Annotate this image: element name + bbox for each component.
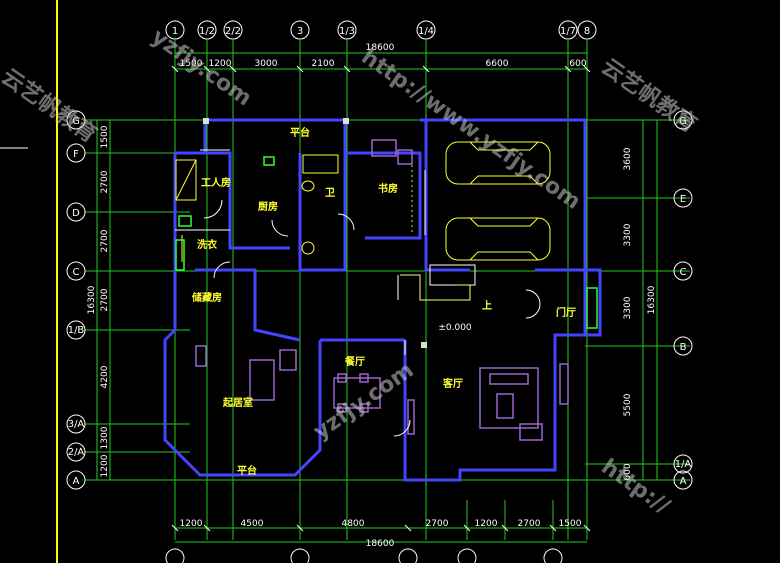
- dim-right-1: 3600: [623, 147, 633, 170]
- doors: [203, 199, 541, 437]
- room-family: 起居室: [222, 396, 253, 409]
- dim-right-4: 5500: [623, 393, 633, 416]
- left-axis-labels: G F D C 1/B 3/A 2/A A: [68, 116, 85, 487]
- dim-left-5: 4200: [100, 365, 110, 388]
- axis-right-6: A: [680, 476, 687, 487]
- columns: [203, 118, 427, 348]
- axis-top-2: 1/2: [199, 26, 215, 37]
- study-desk: [371, 139, 397, 157]
- right-axis-labels: G E C B 1/A A: [675, 116, 692, 487]
- watermark-4: 云艺帆教育: [597, 54, 702, 138]
- dim-top-4: 2100: [312, 59, 335, 69]
- axis-grid: [85, 40, 690, 543]
- watermark-3: 云艺帆教育: [0, 64, 102, 148]
- axis-left-3: D: [72, 208, 80, 219]
- dim-top-6: 600: [569, 59, 586, 69]
- dim-right-2: 3300: [623, 223, 633, 246]
- dim-left-4: 2700: [100, 288, 110, 311]
- room-study: 书房: [378, 182, 398, 195]
- dim-bot-5: 1200: [475, 519, 498, 529]
- room-wc: 卫: [325, 187, 335, 199]
- axis-left-7: 2/A: [68, 447, 85, 458]
- dim-left-6: 1300: [100, 426, 110, 449]
- axis-right-4: B: [680, 342, 687, 353]
- dim-bot-2: 4500: [241, 519, 264, 529]
- axis-right-2: E: [680, 194, 686, 205]
- dim-top-5: 6600: [486, 59, 509, 69]
- room-labels: 平台 工人房 厨房 卫 书房 洗衣 储藏房 上 门厅 餐厅 客厅 起居室 平台 …: [191, 126, 576, 477]
- room-laundry: 洗衣: [197, 238, 217, 251]
- living-sofa: [479, 367, 539, 429]
- axis-right-3: C: [680, 267, 687, 278]
- room-living: 客厅: [442, 377, 463, 390]
- axis-left-4: C: [73, 267, 80, 278]
- axis-top-6: 1/4: [418, 26, 434, 37]
- car-bottom: [445, 217, 551, 261]
- dim-bot-7: 1500: [559, 519, 582, 529]
- left-dimensions: 1500 2700 2700 2700 4200 1300 1200 16300: [87, 125, 110, 477]
- dim-top-3: 3000: [255, 59, 278, 69]
- dim-bot-6: 2700: [518, 519, 541, 529]
- top-axis-labels: 1 1/2 2/2 3 1/3 1/4 1/7 8: [172, 26, 590, 37]
- room-terrace-top: 平台: [290, 126, 310, 139]
- axis-top-1: 1: [172, 26, 178, 37]
- axis-top-4: 3: [297, 26, 303, 37]
- bottom-dimensions: 1200 4500 4800 2700 1200 2700 1500 18600: [180, 519, 582, 549]
- axis-top-7: 1/7: [560, 26, 576, 37]
- left-axis-bubbles: [66, 110, 86, 490]
- axis-right-1: G: [679, 116, 687, 127]
- axis-right-5: 1/A: [675, 459, 692, 470]
- room-terrace-bottom: 平台: [237, 464, 257, 477]
- axis-top-8: 8: [584, 26, 590, 37]
- dim-bottom-total: 18600: [366, 539, 395, 549]
- dim-right-5: 600: [623, 463, 633, 480]
- dim-top-total: 18600: [366, 43, 395, 53]
- dim-left-total: 16300: [87, 285, 97, 314]
- top-dimensions: 18600 1500 1200 3000 2100 6600 600: [180, 43, 587, 69]
- dim-bot-4: 2700: [426, 519, 449, 529]
- axis-top-3: 2/2: [225, 26, 241, 37]
- fixtures-green: [175, 156, 598, 329]
- dim-top-2: 1200: [209, 59, 232, 69]
- axis-left-8: A: [73, 476, 80, 487]
- room-kitchen: 厨房: [258, 200, 278, 213]
- axis-top-5: 1/3: [339, 26, 355, 37]
- dim-left-3: 2700: [100, 229, 110, 252]
- car-top: [445, 141, 551, 185]
- axis-left-2: F: [73, 149, 79, 160]
- dining-table: [333, 377, 381, 409]
- dim-top-1: 1500: [180, 59, 203, 69]
- right-axis-bubbles: [673, 110, 693, 490]
- room-storage: 储藏房: [191, 291, 222, 304]
- axis-left-1: G: [72, 116, 80, 127]
- level-mark: ±0.000: [438, 323, 472, 333]
- bottom-axis-bubbles: [165, 548, 563, 563]
- room-dining: 餐厅: [344, 355, 365, 368]
- dim-ticks: [171, 65, 591, 532]
- watermark-6: yzfjy.com: [309, 358, 418, 445]
- room-worker: 工人房: [201, 176, 231, 189]
- furniture: [195, 139, 569, 441]
- dim-left-2: 2700: [100, 170, 110, 193]
- dim-bot-1: 1200: [180, 519, 203, 529]
- axis-left-6: 3/A: [68, 419, 85, 430]
- dim-left-1: 1500: [100, 125, 110, 148]
- dim-right-total: 16300: [647, 285, 657, 314]
- right-dimensions: 3600 3300 3300 5500 600 16300: [623, 147, 657, 480]
- dim-left-7: 1200: [100, 454, 110, 477]
- axis-left-5: 1/B: [68, 325, 85, 336]
- room-entry: 门厅: [556, 306, 576, 319]
- dim-bot-3: 4800: [342, 519, 365, 529]
- label-up: 上: [482, 299, 492, 312]
- dim-right-3: 3300: [623, 296, 633, 319]
- top-axis-bubbles: [165, 20, 597, 40]
- fixtures: [175, 141, 551, 301]
- partitions: [175, 149, 476, 355]
